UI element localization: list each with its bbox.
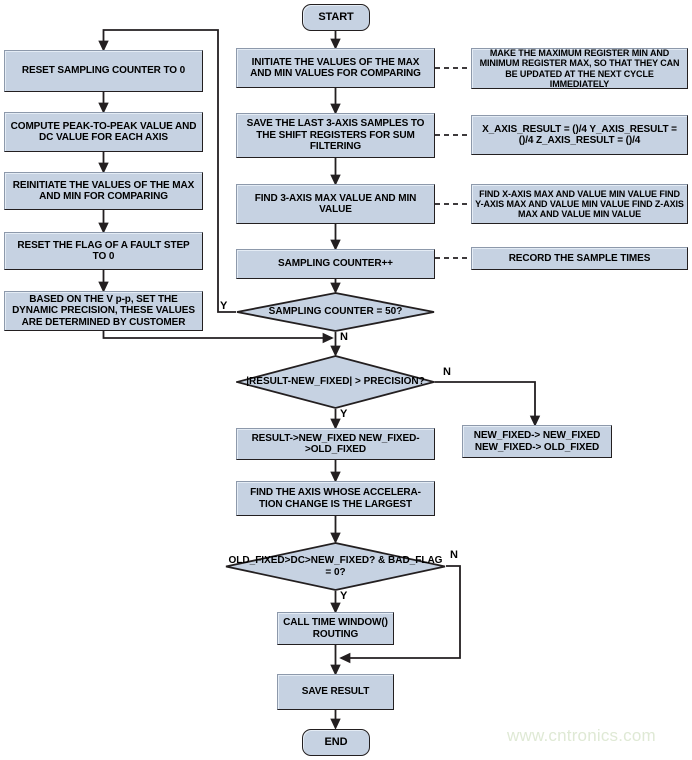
branch-label-d1-no: N bbox=[340, 331, 348, 343]
note-axis-result-formula: X_AXIS_RESULT = ()/4 Y_AXIS_RESULT = ()/… bbox=[471, 115, 688, 155]
decision-label: |RESULT-NEW_FIXED| > PRECISION? bbox=[246, 376, 425, 388]
process-find-3axis-minmax: FIND 3-AXIS MAX VALUE AND MIN VALUE bbox=[236, 184, 435, 224]
decision-sampling-counter-50: SAMPLING COUNTER = 50? bbox=[236, 292, 435, 332]
terminator-start: START bbox=[302, 4, 370, 31]
process-set-dynamic-precision: BASED ON THE V p-p, SET THE DYNAMIC PREC… bbox=[4, 291, 203, 331]
decision-label: OLD_FIXED>DC>NEW_FIXED? & BAD_FLAG = 0? bbox=[228, 555, 443, 578]
process-save-result: SAVE RESULT bbox=[277, 674, 394, 710]
note-record-sample-times: RECORD THE SAMPLE TIMES bbox=[471, 247, 688, 270]
decision-result-precision: |RESULT-NEW_FIXED| > PRECISION? bbox=[236, 355, 435, 409]
process-initiate-max-min: INITIATE THE VALUES OF THE MAX AND MIN V… bbox=[236, 48, 435, 88]
branch-label-d3-no: N bbox=[450, 549, 458, 561]
process-save-samples: SAVE THE LAST 3-AXIS SAMPLES TO THE SHIF… bbox=[236, 113, 435, 158]
process-new-fixed-assign: NEW_FIXED-> NEW_FIXED NEW_FIXED-> OLD_FI… bbox=[462, 425, 612, 458]
diamond-shape bbox=[236, 292, 435, 332]
diamond-shape bbox=[236, 355, 435, 409]
process-find-axis-largest-change: FIND THE AXIS WHOSE ACCELERA-TION CHANGE… bbox=[236, 481, 435, 516]
decision-old-fixed-dc-new-fixed: OLD_FIXED>DC>NEW_FIXED? & BAD_FLAG = 0? bbox=[225, 542, 446, 591]
process-call-time-window: CALL TIME WINDOW() ROUTING bbox=[277, 612, 394, 645]
watermark-text: www.cntronics.com bbox=[507, 726, 656, 745]
process-sampling-counter-increment: SAMPLING COUNTER++ bbox=[236, 249, 435, 279]
note-register-swap: MAKE THE MAXIMUM REGISTER MIN AND MINIMU… bbox=[471, 48, 688, 89]
branch-label-d2-no: N bbox=[443, 366, 451, 378]
process-result-to-new-fixed: RESULT->NEW_FIXED NEW_FIXED->OLD_FIXED bbox=[236, 428, 435, 460]
process-reset-sampling-counter: RESET SAMPLING COUNTER TO 0 bbox=[4, 50, 203, 92]
decision-label: SAMPLING COUNTER = 50? bbox=[268, 306, 403, 318]
note-find-axis-minmax: FIND X-AXIS MAX AND VALUE MIN VALUE FIND… bbox=[471, 184, 688, 224]
process-compute-peak-to-peak: COMPUTE PEAK-TO-PEAK VALUE AND DC VALUE … bbox=[4, 112, 203, 152]
branch-label-d2-yes: Y bbox=[340, 408, 348, 420]
process-reset-fault-flag: RESET THE FLAG OF A FAULT STEP TO 0 bbox=[4, 232, 203, 270]
branch-label-d3-yes: Y bbox=[340, 590, 348, 602]
terminator-end: END bbox=[302, 729, 370, 756]
branch-label-d1-yes: Y bbox=[220, 300, 228, 312]
process-reinitiate-max-min: REINITIATE THE VALUES OF THE MAX AND MIN… bbox=[4, 172, 203, 210]
